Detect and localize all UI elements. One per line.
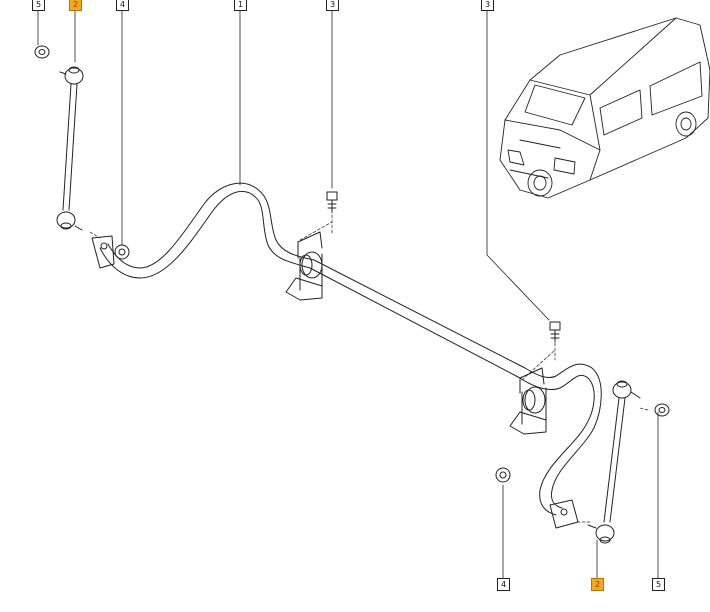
link-rod-right [587,380,641,544]
nut-part-4-bottom [495,467,511,483]
callout-part-1[interactable]: 1 [234,0,247,11]
nut-part-5-bottom [654,403,670,417]
leader-lines [37,7,659,579]
bolt-left [326,191,338,213]
right-bushing-bracket [509,367,547,435]
alignment-dashes [89,209,649,523]
callout-part-2-bottom[interactable]: 2 [591,578,604,591]
callout-part-3-mid[interactable]: 3 [326,0,339,11]
left-bushing-bracket [285,231,323,301]
bolt-right [549,321,561,343]
nut-part-4-top [114,244,130,260]
nut-part-5-top [34,45,50,59]
callout-part-3-right[interactable]: 3 [481,0,494,11]
stabilizer-bar [91,182,602,529]
callout-part-5-bottom[interactable]: 5 [652,578,665,591]
link-rod-left [56,66,84,231]
callout-part-2-top[interactable]: 2 [69,0,82,11]
callout-part-4-top[interactable]: 4 [116,0,129,11]
callout-part-5-top[interactable]: 5 [32,0,45,11]
callout-part-4-bottom[interactable]: 4 [497,578,510,591]
van-icon [499,17,710,199]
